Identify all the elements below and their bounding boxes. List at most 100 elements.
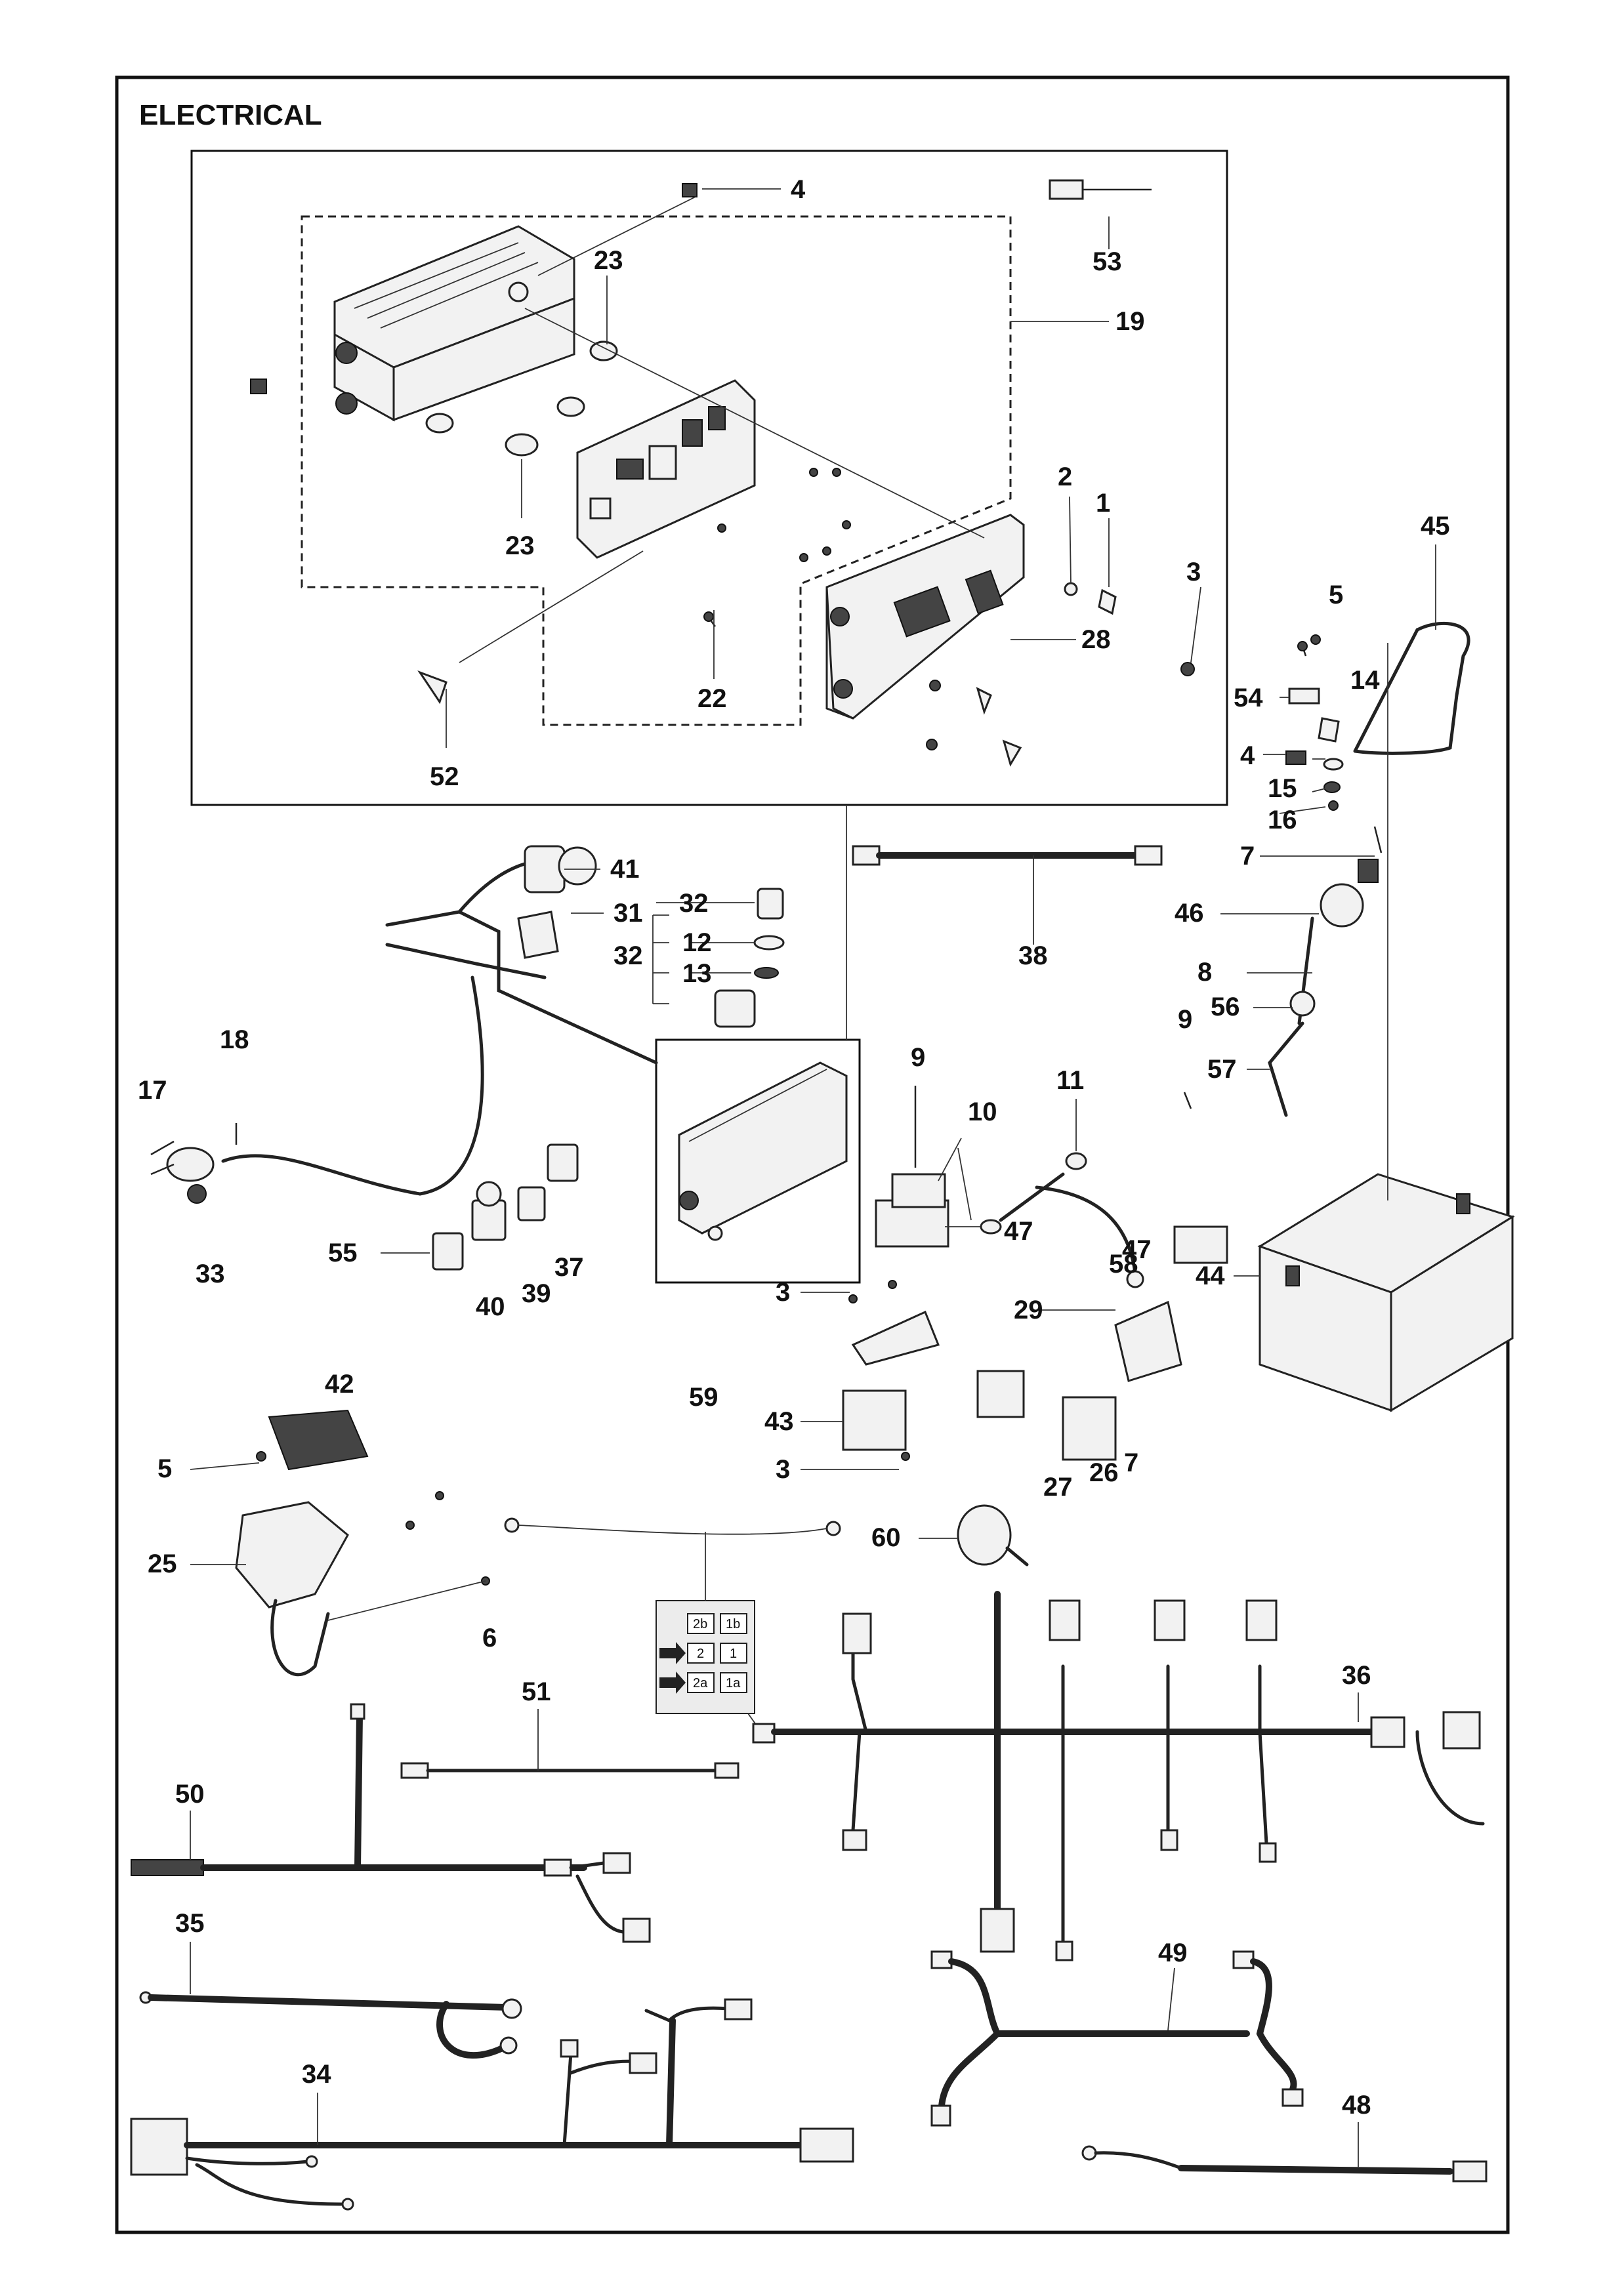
clip-left — [250, 379, 267, 394]
callout-9: 9 — [1178, 1005, 1192, 1034]
circuit-board — [576, 379, 756, 559]
callout-30: 31 — [614, 899, 643, 928]
housing-dashed-outline — [301, 215, 1012, 726]
harness-49 — [930, 1950, 1304, 2127]
callout-22: 22 — [697, 684, 727, 713]
callout-50: 50 — [175, 1780, 205, 1809]
relay-chart: 2b 1b 2 1 2a 1a — [656, 1532, 762, 1732]
switch-33 — [150, 1123, 238, 1204]
dash-switches — [432, 1143, 579, 1271]
callout-7: 7 — [1124, 1448, 1138, 1477]
callout-51: 51 — [522, 1677, 551, 1706]
callout-56: 56 — [1211, 993, 1240, 1021]
callout-43: 43 — [764, 1407, 794, 1436]
callout-29: 29 — [1014, 1296, 1043, 1324]
terminal-46 — [1268, 859, 1379, 1117]
callout-8: 8 — [1197, 958, 1212, 987]
callout-44: 44 — [1196, 1261, 1225, 1290]
callout-42: 42 — [325, 1370, 354, 1399]
cable-tie — [417, 670, 448, 705]
callout-45: 45 — [1421, 512, 1450, 541]
battery-cable-45 — [1353, 621, 1470, 755]
ecu-housing — [333, 225, 613, 422]
callout-11: 11 — [1056, 1066, 1084, 1095]
relay-label-2: 2 — [697, 1647, 704, 1661]
relay-label-1: 1 — [730, 1647, 737, 1661]
ring-wire — [504, 1517, 841, 1536]
callout-6: 6 — [482, 1624, 497, 1652]
cable-51 — [400, 1709, 739, 1779]
cable-48 — [1081, 2122, 1488, 2183]
callout-40: 40 — [476, 1292, 505, 1321]
relay-block — [875, 1086, 988, 1248]
callout-58: 58 — [1109, 1250, 1138, 1279]
callout-52: 52 — [430, 762, 459, 791]
callout-37: 37 — [554, 1253, 584, 1282]
callout-55: 55 — [328, 1239, 358, 1267]
screw-9 — [1183, 1092, 1192, 1109]
switch-parts-stack — [652, 888, 785, 1028]
ecu-detail-box — [190, 150, 1228, 806]
callout-53: 53 — [1093, 247, 1122, 276]
callout-12: 12 — [682, 928, 712, 957]
callout-7: 7 — [1240, 842, 1255, 871]
external-leaders — [190, 697, 1375, 1621]
callout-57: 57 — [1207, 1055, 1237, 1084]
callout-3: 3 — [776, 1455, 790, 1484]
ecu-inset — [678, 1061, 848, 1241]
callout-13: 13 — [682, 959, 712, 988]
callout-35: 35 — [175, 1909, 205, 1938]
callout-26: 26 — [1089, 1458, 1119, 1487]
battery — [1257, 1173, 1515, 1412]
callout-34: 34 — [302, 2060, 331, 2089]
callout-10: 10 — [968, 1097, 997, 1126]
ecu-inset-box — [655, 1038, 861, 1284]
ground-cable-58 — [980, 1152, 1144, 1288]
terminal-hardware — [1285, 634, 1383, 853]
page-frame — [115, 75, 1510, 2234]
clip-part — [682, 183, 697, 197]
callout-36: 36 — [1342, 1661, 1371, 1690]
callout-18: 18 — [220, 1025, 249, 1054]
callout-7: 5 — [1329, 581, 1343, 609]
callout-3: 3 — [776, 1278, 790, 1307]
ecu-cover — [825, 514, 1025, 720]
callout-3: 3 — [1186, 558, 1201, 586]
instrument-display — [235, 1409, 490, 1677]
callout-28: 28 — [1081, 625, 1111, 654]
callout-32: 32 — [679, 889, 709, 918]
relay-label-1b: 1b — [726, 1617, 740, 1631]
callout-14: 14 — [1350, 666, 1380, 695]
callout-1: 1 — [1096, 489, 1110, 518]
relay-label-2a: 2a — [693, 1676, 708, 1691]
callout-2: 2 — [1058, 462, 1072, 491]
arrow-icon — [659, 1642, 686, 1664]
callout-19: 19 — [1115, 307, 1145, 336]
callout-9: 9 — [911, 1043, 925, 1072]
cable-38 — [852, 845, 1163, 945]
ignition-harness — [221, 845, 658, 1196]
callout-54: 54 — [1234, 684, 1263, 712]
main-harness-36 — [752, 1591, 1485, 1961]
callout-47: 47 — [1122, 1235, 1152, 1264]
buzzer-60 — [957, 1504, 1029, 1567]
callout-4: 4 — [1240, 741, 1255, 770]
callout-15: 15 — [1268, 774, 1297, 803]
callout-31: 32 — [614, 941, 643, 970]
diagram-title: ELECTRICAL — [139, 99, 322, 131]
callout-59: 59 — [689, 1383, 718, 1412]
relay-label-2b: 2b — [693, 1617, 707, 1631]
callout-48: 48 — [1342, 2091, 1371, 2120]
washers — [425, 340, 618, 457]
callout-38: 38 — [1018, 941, 1048, 970]
screws — [703, 468, 1195, 767]
callout-labels: 4 53 23 19 2 1 3 28 23 22 52 45 5 54 14 … — [138, 175, 1450, 2120]
callout-27: 27 — [1043, 1473, 1073, 1502]
callout-23: 23 — [594, 246, 623, 275]
callout-17: 17 — [138, 1076, 167, 1105]
callout-5: 5 — [157, 1454, 172, 1483]
relay-label-1a: 1a — [726, 1676, 741, 1691]
callout-49: 49 — [1158, 1938, 1188, 1967]
cable-35 — [139, 1942, 522, 2059]
